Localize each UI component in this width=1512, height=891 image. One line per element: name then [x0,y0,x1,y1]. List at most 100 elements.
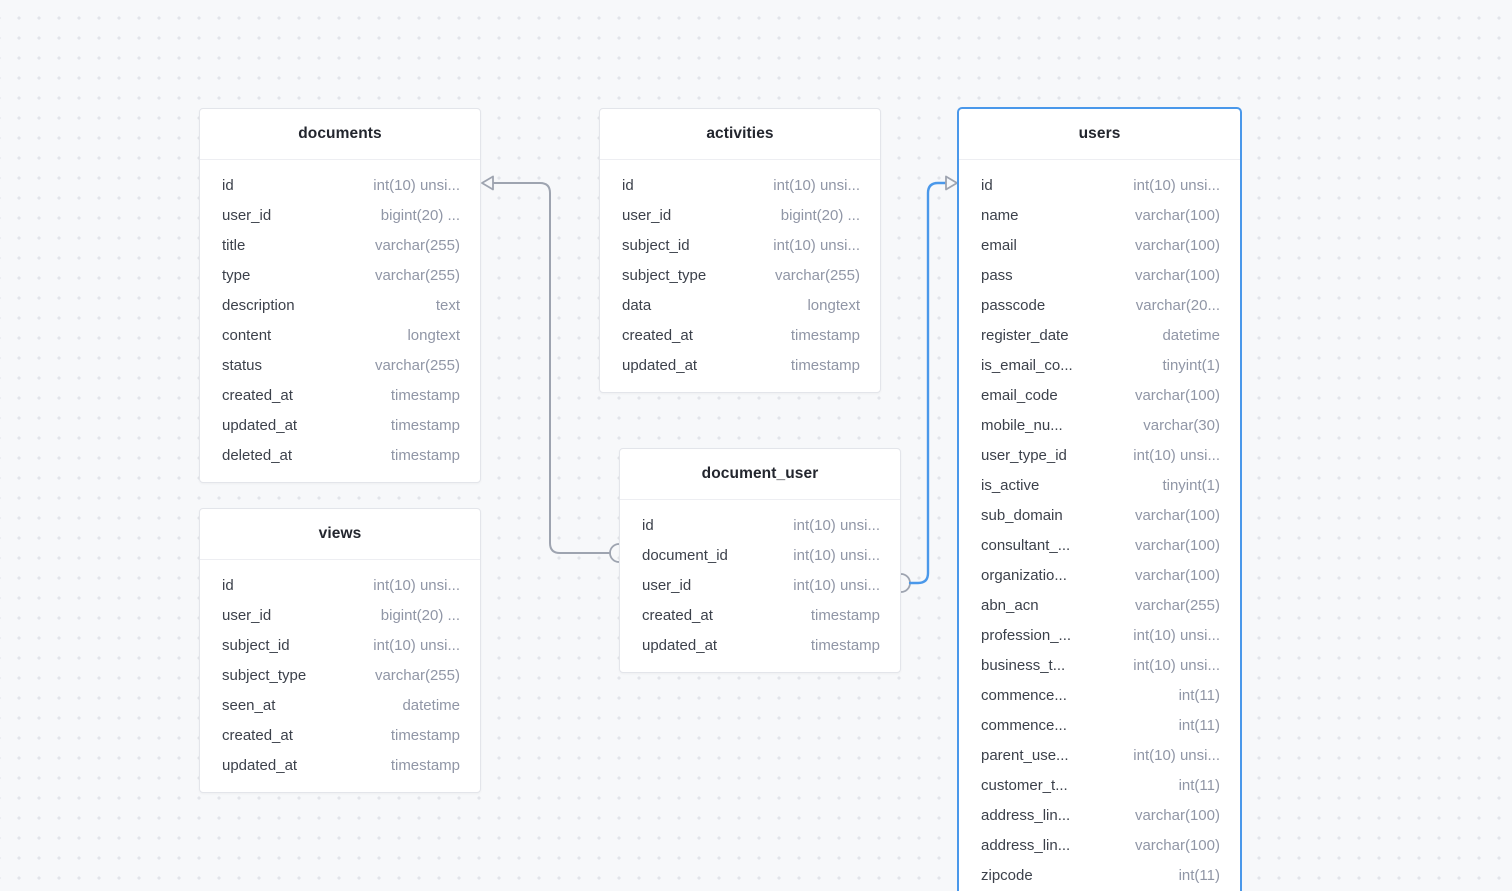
field-type: int(10) unsi... [793,516,880,534]
field-row[interactable]: customer_t...int(11) [959,770,1240,800]
relationship-line[interactable] [908,181,948,585]
field-type: timestamp [390,416,460,434]
field-type: varchar(20... [1135,296,1220,314]
field-type: int(11) [1178,716,1220,734]
table-title: activities [706,125,774,142]
field-name: created_at [642,606,713,624]
field-name: register_date [981,326,1069,344]
field-row[interactable]: organizatio...varchar(100) [959,560,1240,590]
field-type: int(10) unsi... [793,546,880,564]
field-name: seen_at [222,696,276,714]
field-row[interactable]: is_email_co...tinyint(1) [959,350,1240,380]
field-type: int(10) unsi... [1133,656,1220,674]
field-type: varchar(100) [1134,806,1220,824]
table-header[interactable]: views [200,509,480,560]
field-type: text [435,296,460,314]
relationship-one-arrow [481,175,494,191]
field-type: longtext [807,296,860,314]
field-row[interactable]: address_lin...varchar(100) [959,830,1240,860]
field-name: business_t... [981,656,1066,674]
field-name: status [222,356,263,374]
field-type: datetime [1162,326,1220,344]
field-row[interactable]: id int(10) unsi... [620,510,900,540]
table-header[interactable]: users [959,109,1240,160]
field-row[interactable]: created_at timestamp [620,600,900,630]
field-name: created_at [622,326,693,344]
field-row[interactable]: commence...int(11) [959,680,1240,710]
field-name: name [981,206,1019,224]
field-name: user_id [222,606,272,624]
field-row[interactable]: commence...int(11) [959,710,1240,740]
field-type: int(10) unsi... [373,176,460,194]
field-row[interactable]: consultant_...varchar(100) [959,530,1240,560]
field-type: timestamp [790,326,860,344]
table-header[interactable]: activities [600,109,880,160]
field-row[interactable]: parent_use...int(10) unsi... [959,740,1240,770]
field-type: timestamp [810,636,880,654]
field-row[interactable]: created_at timestamp [600,320,880,350]
field-type: timestamp [810,606,880,624]
field-row[interactable]: register_date datetime [959,320,1240,350]
field-type: int(10) unsi... [373,636,460,654]
field-name: id [642,516,654,534]
table-header[interactable]: document_user [620,449,900,500]
field-type: int(10) unsi... [1133,626,1220,644]
field-row[interactable]: address_lin...varchar(100) [959,800,1240,830]
table-header[interactable]: documents [200,109,480,160]
field-row[interactable]: profession_...int(10) unsi... [959,620,1240,650]
field-row[interactable]: business_t... int(10) unsi... [959,650,1240,680]
field-name: updated_at [642,636,718,654]
field-type: timestamp [390,386,460,404]
relationship-line[interactable] [492,182,611,554]
field-type: timestamp [390,446,460,464]
field-row[interactable]: mobile_nu...varchar(30) [959,410,1240,440]
field-row[interactable]: updated_at timestamp [620,630,900,660]
